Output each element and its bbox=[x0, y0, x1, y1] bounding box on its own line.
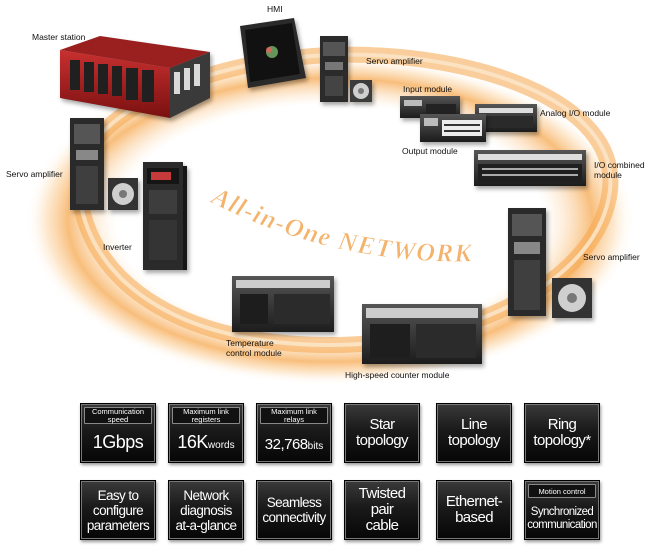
servo-amplifier-right-label: Servo amplifier bbox=[583, 252, 640, 262]
tile-line-topology: Line topology bbox=[436, 403, 512, 463]
hmi-device bbox=[240, 18, 306, 88]
tile-network-diagnosis: Network diagnosis at-a-glance bbox=[168, 480, 244, 540]
servo-amplifier-left-device bbox=[70, 118, 138, 210]
tile-value: 1Gbps bbox=[81, 432, 155, 453]
analog-io-module-device bbox=[475, 104, 537, 132]
tile-seamless-connectivity: Seamless connectivity bbox=[256, 480, 332, 540]
tile-line: cable bbox=[365, 517, 399, 534]
tile-line: configure bbox=[92, 502, 144, 518]
tile-line: at-a-glance bbox=[175, 517, 238, 533]
servo-amplifier-top-device bbox=[320, 36, 372, 102]
output-module-device bbox=[420, 114, 486, 142]
tile-caption: Maximum link registers bbox=[172, 407, 240, 424]
temperature-control-module-label: Temperature control module bbox=[226, 338, 282, 358]
servo-amplifier-right-device bbox=[508, 208, 592, 318]
tile-text: Easy to configure parameters bbox=[83, 481, 153, 539]
tile-line: communication bbox=[527, 519, 597, 531]
tile-text: Line topology bbox=[439, 404, 509, 462]
tile-value-number: 32,768 bbox=[264, 436, 308, 453]
tile-text: Twisted pair cable bbox=[347, 481, 417, 539]
hmi-label: HMI bbox=[267, 4, 283, 14]
tile-text: Synchronized communication bbox=[525, 499, 599, 539]
tile-motion-control: Motion control Synchronized communicatio… bbox=[524, 480, 600, 540]
high-speed-counter-module-device bbox=[362, 304, 482, 364]
tile-text: Ring topology* bbox=[527, 404, 597, 462]
tile-twisted-pair-cable: Twisted pair cable bbox=[344, 480, 420, 540]
tile-line: based bbox=[455, 509, 493, 526]
tile-value-unit: words bbox=[207, 440, 235, 451]
input-module-device bbox=[400, 96, 460, 118]
analog-io-module-label: Analog I/O module bbox=[540, 108, 611, 118]
high-speed-counter-module-label: High-speed counter module bbox=[345, 370, 450, 380]
tile-ring-topology: Ring topology* bbox=[524, 403, 600, 463]
svg-text:All-in-One NETWORK: All-in-One NETWORK bbox=[206, 184, 473, 268]
servo-amplifier-left-label: Servo amplifier bbox=[6, 169, 63, 179]
temperature-control-module-device bbox=[232, 276, 334, 332]
tile-line: Network bbox=[183, 487, 229, 503]
tile-line: parameters bbox=[86, 517, 150, 533]
tile-line: topology bbox=[448, 432, 501, 449]
input-module-label: Input module bbox=[403, 84, 453, 94]
servo-amplifier-top-label: Servo amplifier bbox=[366, 56, 423, 66]
tile-value-unit: bits bbox=[307, 441, 324, 452]
tile-line: pair bbox=[370, 501, 394, 518]
all-in-one-network-text: All-in-One NETWORK bbox=[206, 184, 473, 268]
tile-caption: Communication speed bbox=[84, 407, 152, 424]
tile-text: Seamless connectivity bbox=[259, 481, 329, 539]
inverter-label: Inverter bbox=[103, 242, 132, 252]
tile-caption: Motion control bbox=[528, 484, 596, 498]
master-station-label: Master station bbox=[32, 32, 86, 42]
tile-line: Seamless bbox=[266, 495, 322, 510]
tile-value: 32,768bits bbox=[257, 436, 331, 453]
tile-line: connectivity bbox=[262, 510, 326, 525]
output-module-label: Output module bbox=[402, 146, 458, 156]
tile-line: Ethernet- bbox=[445, 493, 503, 510]
tile-caption: Maximum link relays bbox=[260, 407, 328, 424]
tile-max-link-relays: Maximum link relays 32,768bits bbox=[256, 403, 332, 463]
tile-star-topology: Star topology bbox=[344, 403, 420, 463]
network-diagram: Master station HMI Servo amplifier Input… bbox=[6, 4, 645, 385]
tile-value-number: 16K bbox=[177, 432, 208, 452]
tile-max-link-registers: Maximum link registers 16Kwords bbox=[168, 403, 244, 463]
tile-text: Star topology bbox=[347, 404, 417, 462]
master-station-device bbox=[60, 36, 210, 118]
tile-line: topology* bbox=[533, 432, 591, 449]
tile-line: Star bbox=[369, 416, 395, 433]
ring-text-path: All-in-One NETWORK bbox=[206, 184, 473, 268]
tile-line: Twisted bbox=[358, 485, 406, 502]
tile-line: Ring bbox=[547, 416, 577, 433]
inverter-device bbox=[143, 162, 187, 270]
tile-value-number: 1Gbps bbox=[92, 432, 144, 452]
tile-line: Line bbox=[461, 416, 488, 433]
tile-line: Easy to bbox=[97, 487, 139, 503]
tile-line: diagnosis bbox=[180, 502, 232, 518]
tile-communication-speed: Communication speed 1Gbps bbox=[80, 403, 156, 463]
tile-text: Network diagnosis at-a-glance bbox=[171, 481, 241, 539]
io-combined-module-device bbox=[474, 150, 586, 186]
tile-easy-configure: Easy to configure parameters bbox=[80, 480, 156, 540]
tile-line: Synchronized bbox=[530, 506, 594, 518]
tile-ethernet-based: Ethernet- based bbox=[436, 480, 512, 540]
io-combined-module-label: I/O combined module bbox=[594, 160, 645, 180]
tile-value: 16Kwords bbox=[169, 432, 243, 453]
tile-line: topology bbox=[356, 432, 409, 449]
tile-text: Ethernet- based bbox=[439, 481, 509, 539]
